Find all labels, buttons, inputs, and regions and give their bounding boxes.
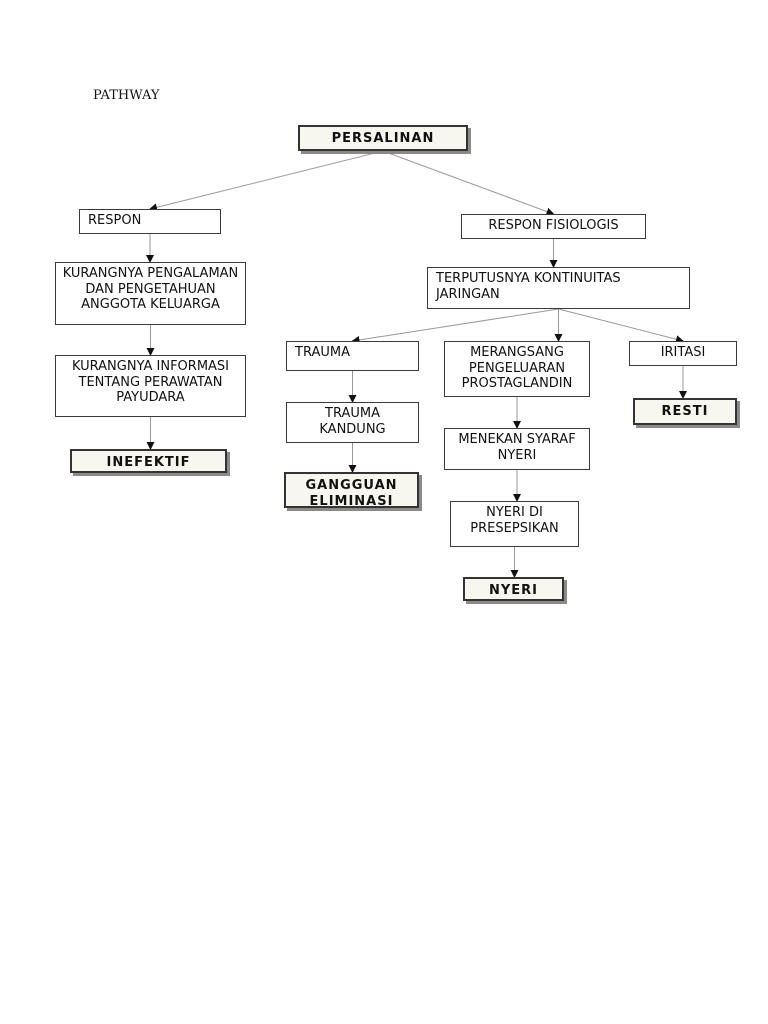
node-respon-fisiologis: RESPON FISIOLOGIS <box>461 214 646 239</box>
node-gangguan-eliminasi: GANGGUAN ELIMINASI <box>284 472 419 508</box>
node-persalinan: PERSALINAN <box>298 125 468 151</box>
node-nyeri-dipersepsikan: NYERI DI PRESEPSIKAN <box>450 501 579 547</box>
page-title: PATHWAY <box>93 88 160 103</box>
edge-terputusnya-to-trauma <box>351 308 559 344</box>
node-inefektif: INEFEKTIF <box>70 449 227 473</box>
node-kurangnya-pengalaman: KURANGNYA PENGALAMAN DAN PENGETAHUAN ANG… <box>55 262 246 325</box>
node-respon: RESPON <box>79 209 221 234</box>
node-trauma: TRAUMA <box>286 341 419 371</box>
node-resti: RESTI <box>633 398 737 425</box>
edge-persalinan-to-respon_fisiologis <box>382 150 555 216</box>
node-merangsang: MERANGSANG PENGELUARAN PROSTAGLANDIN <box>444 341 590 397</box>
node-kurangnya-informasi: KURANGNYA INFORMASI TENTANG PERAWATAN PA… <box>55 355 246 417</box>
node-iritasi: IRITASI <box>629 341 737 366</box>
node-terputusnya-kontinuitas: TERPUTUSNYA KONTINUITAS JARINGAN <box>427 267 690 309</box>
edge-persalinan-to-respon <box>149 150 384 212</box>
node-menekan-syaraf: MENEKAN SYARAF NYERI <box>444 428 590 470</box>
node-nyeri: NYERI <box>463 577 564 601</box>
node-trauma-kandung: TRAUMA KANDUNG <box>286 402 419 443</box>
edge-terputusnya-to-iritasi <box>558 308 684 344</box>
